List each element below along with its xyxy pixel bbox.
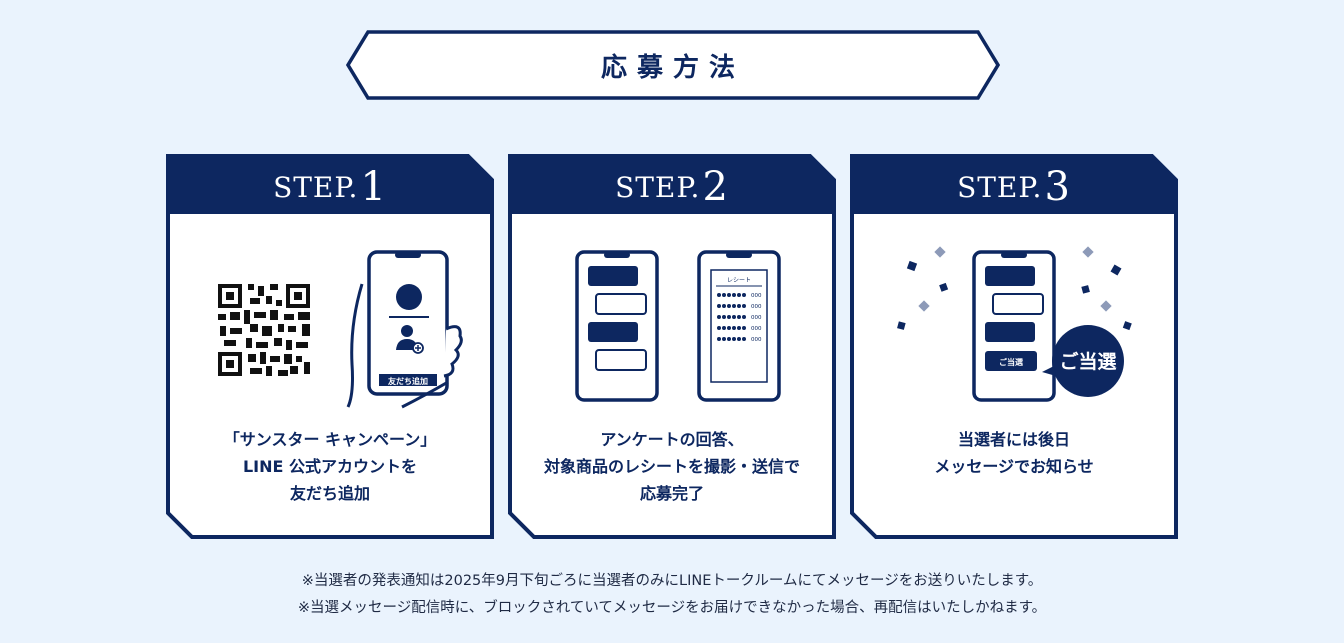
svg-text:000: 000	[751, 304, 762, 310]
winner-badge-icon: ご当選	[1042, 325, 1124, 397]
step-card-2: STEP.2 レシート	[508, 154, 836, 539]
section-title: 応募方法	[600, 52, 745, 83]
note-1: ※当選者の発表通知は2025年9月下旬ごろに当選者のみにLINEトークルームにて…	[301, 573, 1043, 589]
step-1-description: 「サンスター キャンペーン」 LINE 公式アカウントを 友だち追加	[223, 430, 437, 503]
svg-text:レシート: レシート	[727, 277, 751, 284]
step-label-3: STEP.3	[957, 164, 1071, 210]
step-card-1: STEP.1	[166, 154, 494, 539]
section-heading-banner: 応募方法	[346, 30, 1000, 100]
svg-text:000: 000	[751, 337, 762, 343]
step-1-illustration: 友だち追加	[166, 214, 494, 424]
step-3-description: 当選者には後日 メッセージでお知らせ	[934, 430, 1094, 476]
step-2-illustration: レシート 000 000 000 000 000	[508, 214, 836, 424]
receipt-phone-icon: レシート 000 000 000 000 000	[697, 250, 781, 402]
svg-text:000: 000	[751, 326, 762, 332]
add-friend-label: 友だち追加	[387, 376, 428, 386]
step-label-2: STEP.2	[615, 164, 729, 210]
svg-text:000: 000	[751, 293, 762, 299]
step-card-3: STEP.3	[850, 154, 1178, 539]
step-2-description: アンケートの回答、 対象商品のレシートを撮影・送信で 応募完了	[543, 430, 800, 503]
note-2: ※当選メッセージ配信時に、ブロックされていてメッセージをお届けできなかった場合、…	[297, 600, 1047, 616]
notes: ※当選者の発表通知は2025年9月下旬ごろに当選者のみにLINEトークルームにて…	[0, 568, 1344, 622]
smartphone-icon: 友だち追加	[346, 250, 463, 409]
step-3-illustration: ご当選 ご当選	[850, 214, 1178, 424]
svg-text:ご当選: ご当選	[1059, 350, 1116, 373]
qr-code-icon	[216, 282, 312, 378]
chat-phone-icon	[575, 250, 659, 402]
step-label-1: STEP.1	[273, 164, 387, 210]
svg-text:ご当選: ご当選	[999, 357, 1023, 367]
svg-text:000: 000	[751, 315, 762, 321]
message-phone-icon: ご当選	[972, 250, 1056, 402]
confetti-icon	[897, 246, 1132, 331]
